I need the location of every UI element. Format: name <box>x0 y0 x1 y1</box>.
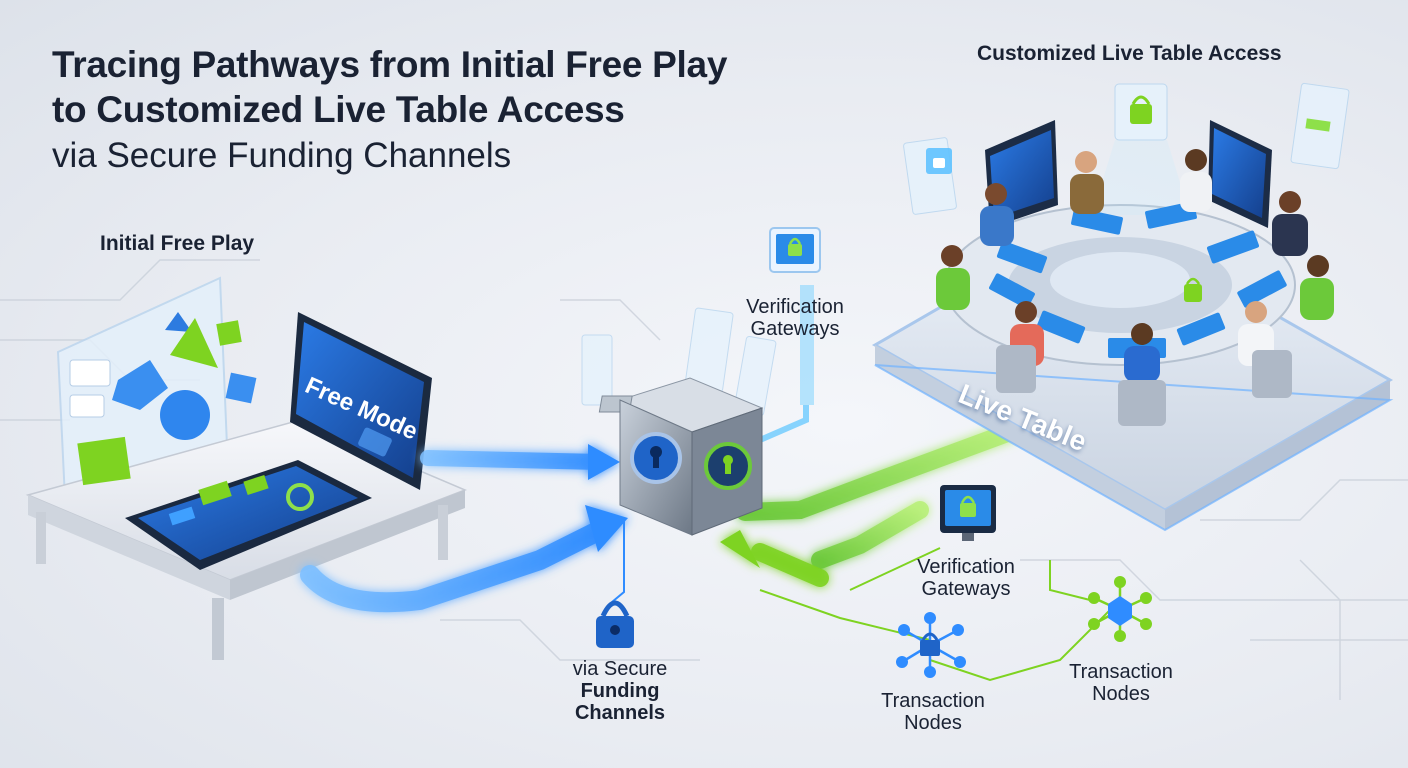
vault-lock-connector <box>611 520 625 603</box>
label-transaction-nodes-left: Transaction Nodes <box>872 690 994 734</box>
page-title-line2: to Customized Live Table Access <box>52 89 625 130</box>
circuit-lines <box>0 259 1408 700</box>
label-verification-top-line2: Gateways <box>750 318 840 340</box>
label-secure-funding-line1: via Secure <box>572 658 668 680</box>
label-secure-funding-line2: Funding <box>580 680 660 702</box>
page-title-line1: Tracing Pathways from Initial Free Play <box>52 44 728 85</box>
label-secure-funding-line3: Channels <box>574 702 666 724</box>
secure-lock-icon <box>596 600 634 648</box>
verification-monitor-mid <box>940 485 996 541</box>
label-verification-mid-line2: Gateways <box>921 578 1011 600</box>
label-verification-mid-line1: Verification <box>917 556 1015 578</box>
transaction-node-network-left <box>896 612 966 678</box>
verification-monitor-top <box>769 227 821 273</box>
transaction-node-network-right <box>1088 576 1152 642</box>
verification-beam <box>758 285 814 443</box>
label-verification-gateways-mid: Verification Gateways <box>906 556 1026 600</box>
label-transaction-left-line1: Transaction <box>881 690 985 712</box>
blue-flow-arrows <box>300 444 628 613</box>
label-transaction-right-line2: Nodes <box>1092 683 1150 705</box>
label-secure-funding-channels: via Secure Funding Channels <box>555 658 685 724</box>
label-verification-top-line1: Verification <box>746 296 844 318</box>
green-flow-arrows <box>720 423 1019 587</box>
label-customized-live-table: Customized Live Table Access <box>977 42 1282 65</box>
page-subtitle: via Secure Funding Channels <box>52 136 512 175</box>
live-table-platform <box>871 82 1394 532</box>
label-transaction-left-line2: Nodes <box>904 712 962 734</box>
label-initial-free-play: Initial Free Play <box>100 232 255 255</box>
label-transaction-nodes-right: Transaction Nodes <box>1060 661 1182 705</box>
label-transaction-right-line1: Transaction <box>1069 661 1173 683</box>
vault-cube <box>581 307 777 536</box>
label-verification-gateways-top: Verification Gateways <box>735 296 855 340</box>
free-play-desk <box>25 276 468 660</box>
